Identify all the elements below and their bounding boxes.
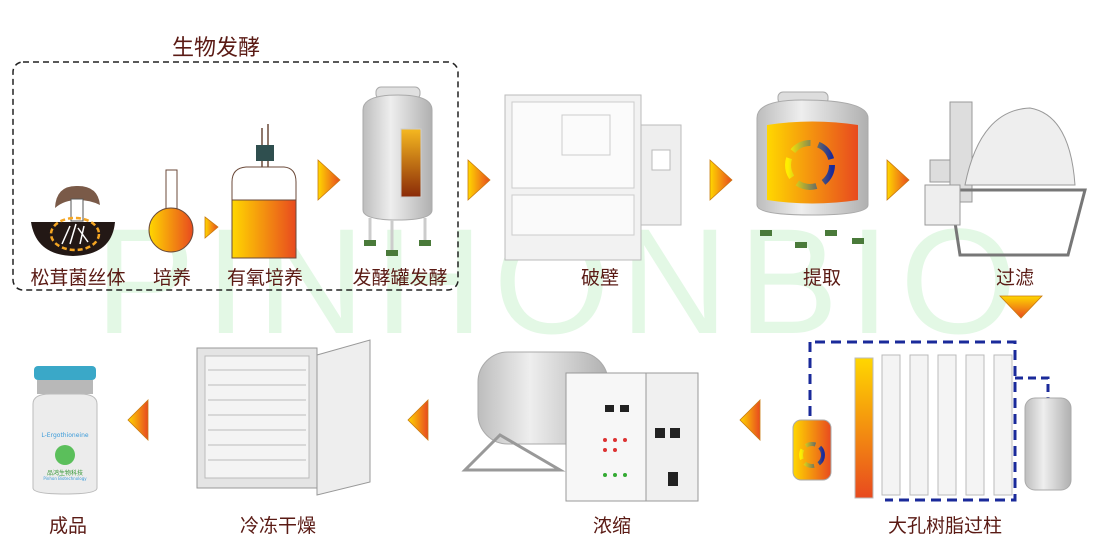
step-label: 培养 <box>152 267 192 289</box>
step-label: 发酵罐发酵 <box>352 267 448 289</box>
step-label: 浓缩 <box>592 515 632 537</box>
cell-wall-breaking-machine-icon <box>504 94 682 261</box>
arrow-right-icon <box>467 159 491 201</box>
extraction-tank-icon <box>756 91 869 248</box>
flask-icon <box>148 169 194 253</box>
arrow-left-icon <box>127 399 149 441</box>
step-label: 大孔树脂过柱 <box>887 515 1003 537</box>
step-label: 冷冻干燥 <box>239 515 317 537</box>
step-label: 松茸菌丝体 <box>30 267 126 289</box>
aerobic-bottle-icon <box>231 124 297 259</box>
resin-column-icon <box>792 340 1072 502</box>
step-label: 有氧培养 <box>226 267 304 289</box>
concentrator-icon <box>461 351 699 502</box>
fermenter-tank-icon <box>362 86 433 256</box>
arrow-right-icon <box>886 159 910 201</box>
arrow-right-icon <box>317 159 341 201</box>
group-title: 生物发酵 <box>171 36 261 61</box>
step-label: 提取 <box>802 267 842 289</box>
arrow-left-icon <box>739 399 761 441</box>
freeze-dryer-icon <box>196 339 371 496</box>
product-vial-icon <box>32 366 98 495</box>
arrow-left-icon <box>407 399 429 441</box>
vial-brand-en: Pinhon Biotechnology <box>43 476 87 481</box>
step-label: 破壁 <box>580 267 620 289</box>
arrow-right-icon <box>709 159 733 201</box>
filter-centrifuge-icon <box>924 101 1087 257</box>
group-box <box>12 61 459 291</box>
arrow-icons <box>127 159 1043 441</box>
vial-brand: 品鸿生物科技 <box>46 470 84 477</box>
mushroom-icon <box>31 185 115 256</box>
vial-label: L-Ergothioneine <box>41 432 89 439</box>
arrow-right-icon <box>204 216 219 239</box>
step-label: 过滤 <box>995 267 1035 289</box>
arrow-down-icon <box>999 295 1043 319</box>
step-label: 成品 <box>48 515 88 537</box>
